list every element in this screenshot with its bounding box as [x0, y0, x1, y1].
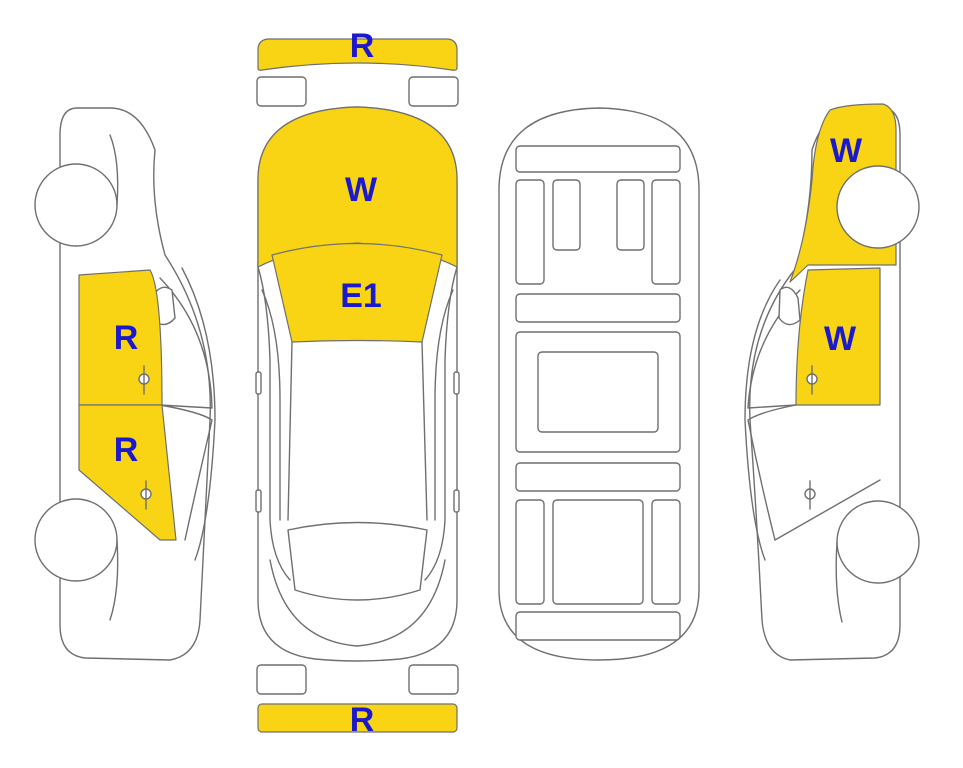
right-front-door-code: W: [824, 320, 857, 358]
left-rear-wheel: [34, 498, 118, 582]
left-rear-door-zone[interactable]: [78, 404, 177, 541]
right-front-fender-code: W: [830, 132, 863, 170]
left-front-door-code: R: [114, 319, 139, 357]
rear-bumper-zone[interactable]: [257, 703, 458, 733]
right-side-view: W W: [744, 103, 920, 661]
left-rear-door-code: R: [114, 431, 139, 469]
right-rear-wheel: [836, 500, 920, 584]
front-right-lamp: [408, 76, 459, 107]
top-view-car: R W E1 R: [255, 27, 460, 739]
windshield-zone[interactable]: [271, 242, 443, 343]
rear-right-lamp: [408, 664, 459, 695]
front-left-lamp: [256, 76, 307, 107]
underbody-view: [498, 107, 700, 661]
right-front-door-zone[interactable]: [795, 267, 881, 406]
right-front-wheel: [836, 165, 920, 249]
rear-bumper-code: R: [350, 701, 375, 739]
left-front-wheel: [34, 163, 118, 247]
rear-left-lamp: [256, 664, 307, 695]
windshield-code: E1: [340, 277, 382, 315]
left-side-view: R R: [34, 107, 216, 661]
front-bumper-zone[interactable]: [257, 38, 458, 71]
hood-code: W: [345, 171, 378, 209]
front-bumper-code: R: [350, 27, 375, 65]
